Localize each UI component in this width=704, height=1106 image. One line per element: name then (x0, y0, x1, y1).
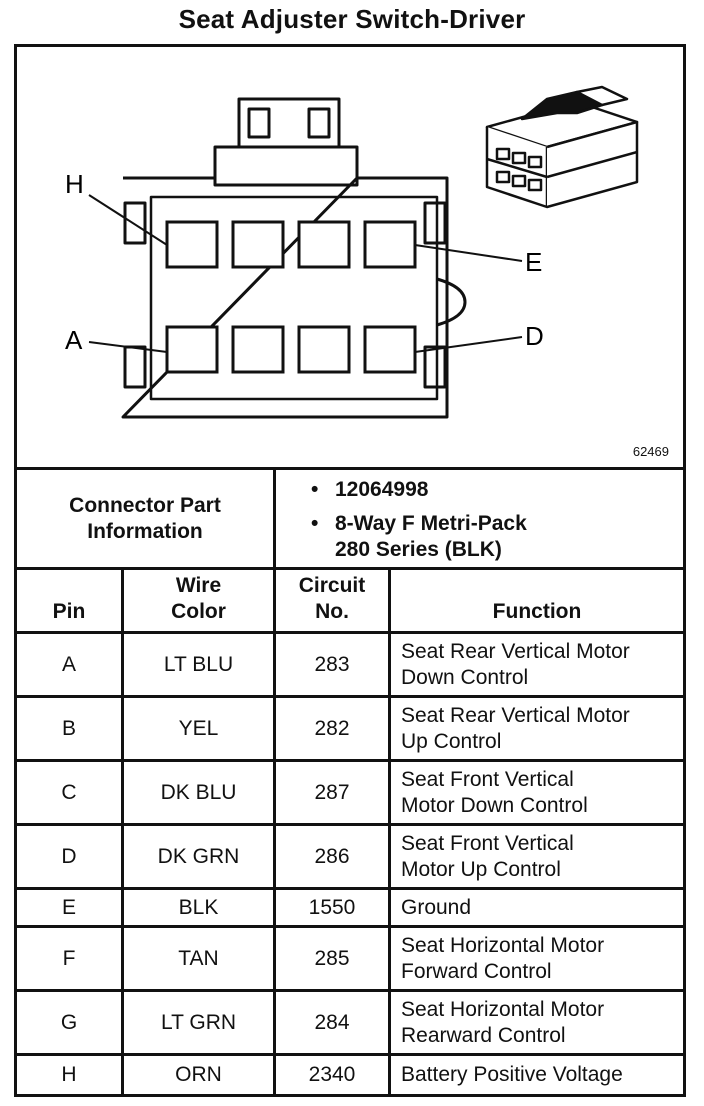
table-cell-circuit: 284 (314, 1010, 350, 1034)
connector-type: •8-Way F Metri-Pack (311, 512, 527, 535)
row-divider (17, 695, 683, 698)
cavity-a (165, 325, 219, 374)
table-cell-circuit: 285 (314, 946, 350, 970)
table-cell-pin: C (61, 780, 77, 804)
cavity-e (363, 220, 417, 269)
table-cell-function: Battery Positive Voltage (401, 1063, 623, 1086)
divider (273, 467, 276, 567)
divider (17, 567, 683, 570)
table-cell-pin: E (61, 895, 76, 919)
divider (17, 467, 683, 470)
cavity-g (231, 220, 285, 269)
table-cell-color: ORN (175, 1063, 222, 1086)
table-cell-function: Ground (401, 895, 472, 919)
table-cell-pin: A (61, 652, 76, 676)
column-divider (273, 567, 276, 1094)
table-cell-pin: H (61, 1063, 77, 1086)
connector-isometric-icon (485, 85, 639, 209)
table-cell-color: DK BLU (160, 780, 237, 804)
connector-diagram: H A E D 62469 (17, 47, 683, 467)
figure-number: 62469 (632, 444, 669, 459)
pin-label-a: A (65, 325, 83, 355)
table-cell-color: BLK (178, 895, 219, 919)
cavity-c (297, 325, 351, 374)
row-divider (17, 823, 683, 826)
pin-label-h: H (65, 169, 84, 199)
table-cell-circuit: 282 (314, 716, 350, 740)
connector-series: 280 Series (BLK) (335, 538, 502, 561)
column-header-function: Function (492, 600, 582, 623)
cavity-h (165, 220, 219, 269)
cavity-d (363, 325, 417, 374)
page-title: Seat Adjuster Switch-Driver (178, 4, 526, 34)
row-divider (17, 631, 683, 634)
table-cell-circuit: 286 (314, 844, 350, 868)
table-cell-circuit: 2340 (308, 1063, 356, 1086)
part-number: •12064998 (311, 478, 429, 501)
table-cell-pin: B (61, 716, 76, 740)
cavity-b (231, 325, 285, 374)
column-divider (121, 567, 124, 1094)
row-divider (17, 1053, 683, 1056)
connector-part-info-values: •12064998 •8-Way F Metri-Pack 280 Series… (311, 477, 527, 563)
row-divider (17, 759, 683, 762)
table-cell-color: DK GRN (157, 844, 240, 868)
table-cell-color: LT GRN (160, 1010, 237, 1034)
connector-part-info-label: Connector Part Information (69, 494, 221, 543)
table-cell-pin: F (62, 946, 76, 970)
connector-table-frame: H A E D 62469 (14, 44, 686, 1097)
table-cell-color: LT BLU (163, 652, 234, 676)
table-cell-circuit: 283 (314, 652, 350, 676)
table-cell-color: YEL (178, 716, 219, 740)
pin-label-d: D (525, 321, 544, 351)
table-cell-circuit: 1550 (308, 895, 356, 919)
connector-face-drawing: H A E D (65, 85, 639, 419)
cavity-f (297, 220, 351, 269)
column-divider (388, 567, 391, 1094)
table-cell-color: TAN (178, 946, 219, 970)
row-divider (17, 989, 683, 992)
table-cell-circuit: 287 (314, 780, 350, 804)
table-cell-pin: D (61, 844, 77, 868)
row-divider (17, 887, 683, 890)
pin-label-e: E (525, 247, 542, 277)
row-divider (17, 925, 683, 928)
column-header-pin: Pin (52, 600, 86, 623)
table-cell-pin: G (60, 1010, 78, 1034)
